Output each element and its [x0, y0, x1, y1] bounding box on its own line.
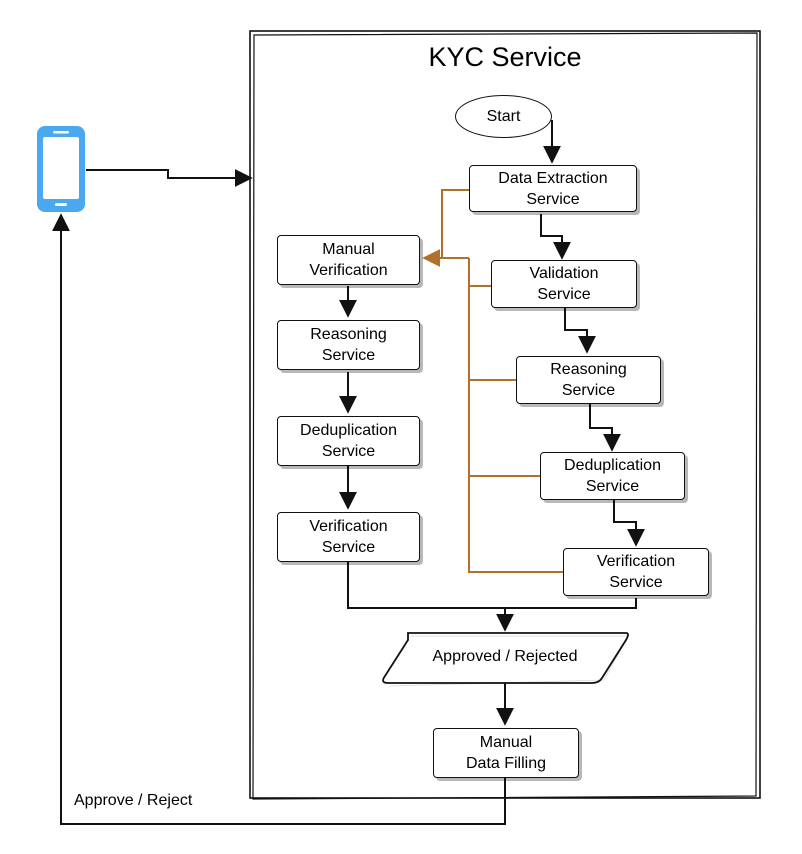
validation-service-box: Validation Service — [491, 260, 637, 308]
manual-reasoning-service-box: Reasoning Service — [277, 320, 420, 370]
decision-shape — [382, 632, 629, 684]
phone-to-service-edge — [86, 169, 253, 187]
deduplication-service-box: Deduplication Service — [540, 452, 685, 500]
approve-reject-edge-label: Approve / Reject — [74, 792, 193, 809]
manual-deduplication-service-box: Deduplication Service — [277, 416, 420, 466]
manual-verification-box: Manual Verification — [277, 235, 420, 285]
fallback-edges — [422, 189, 563, 573]
data-extraction-service-box: Data Extraction Service — [469, 165, 637, 212]
merge-edges — [347, 562, 637, 726]
manual-data-filling-box: Manual Data Filling — [433, 728, 579, 778]
mobile-phone-icon — [37, 126, 85, 212]
start-label: Start — [486, 107, 521, 125]
start-node: Start — [455, 95, 552, 138]
approved-rejected-decision: Approved / Rejected — [382, 632, 628, 682]
return-to-phone-edge — [52, 213, 506, 825]
verification-service-box: Verification Service — [563, 548, 709, 596]
container-title: KYC Service — [428, 42, 582, 72]
manual-verification-service-box: Verification Service — [277, 512, 420, 562]
main-flow-edges — [540, 120, 645, 547]
decision-label: Approved / Rejected — [432, 648, 578, 665]
reasoning-service-box: Reasoning Service — [516, 356, 661, 404]
